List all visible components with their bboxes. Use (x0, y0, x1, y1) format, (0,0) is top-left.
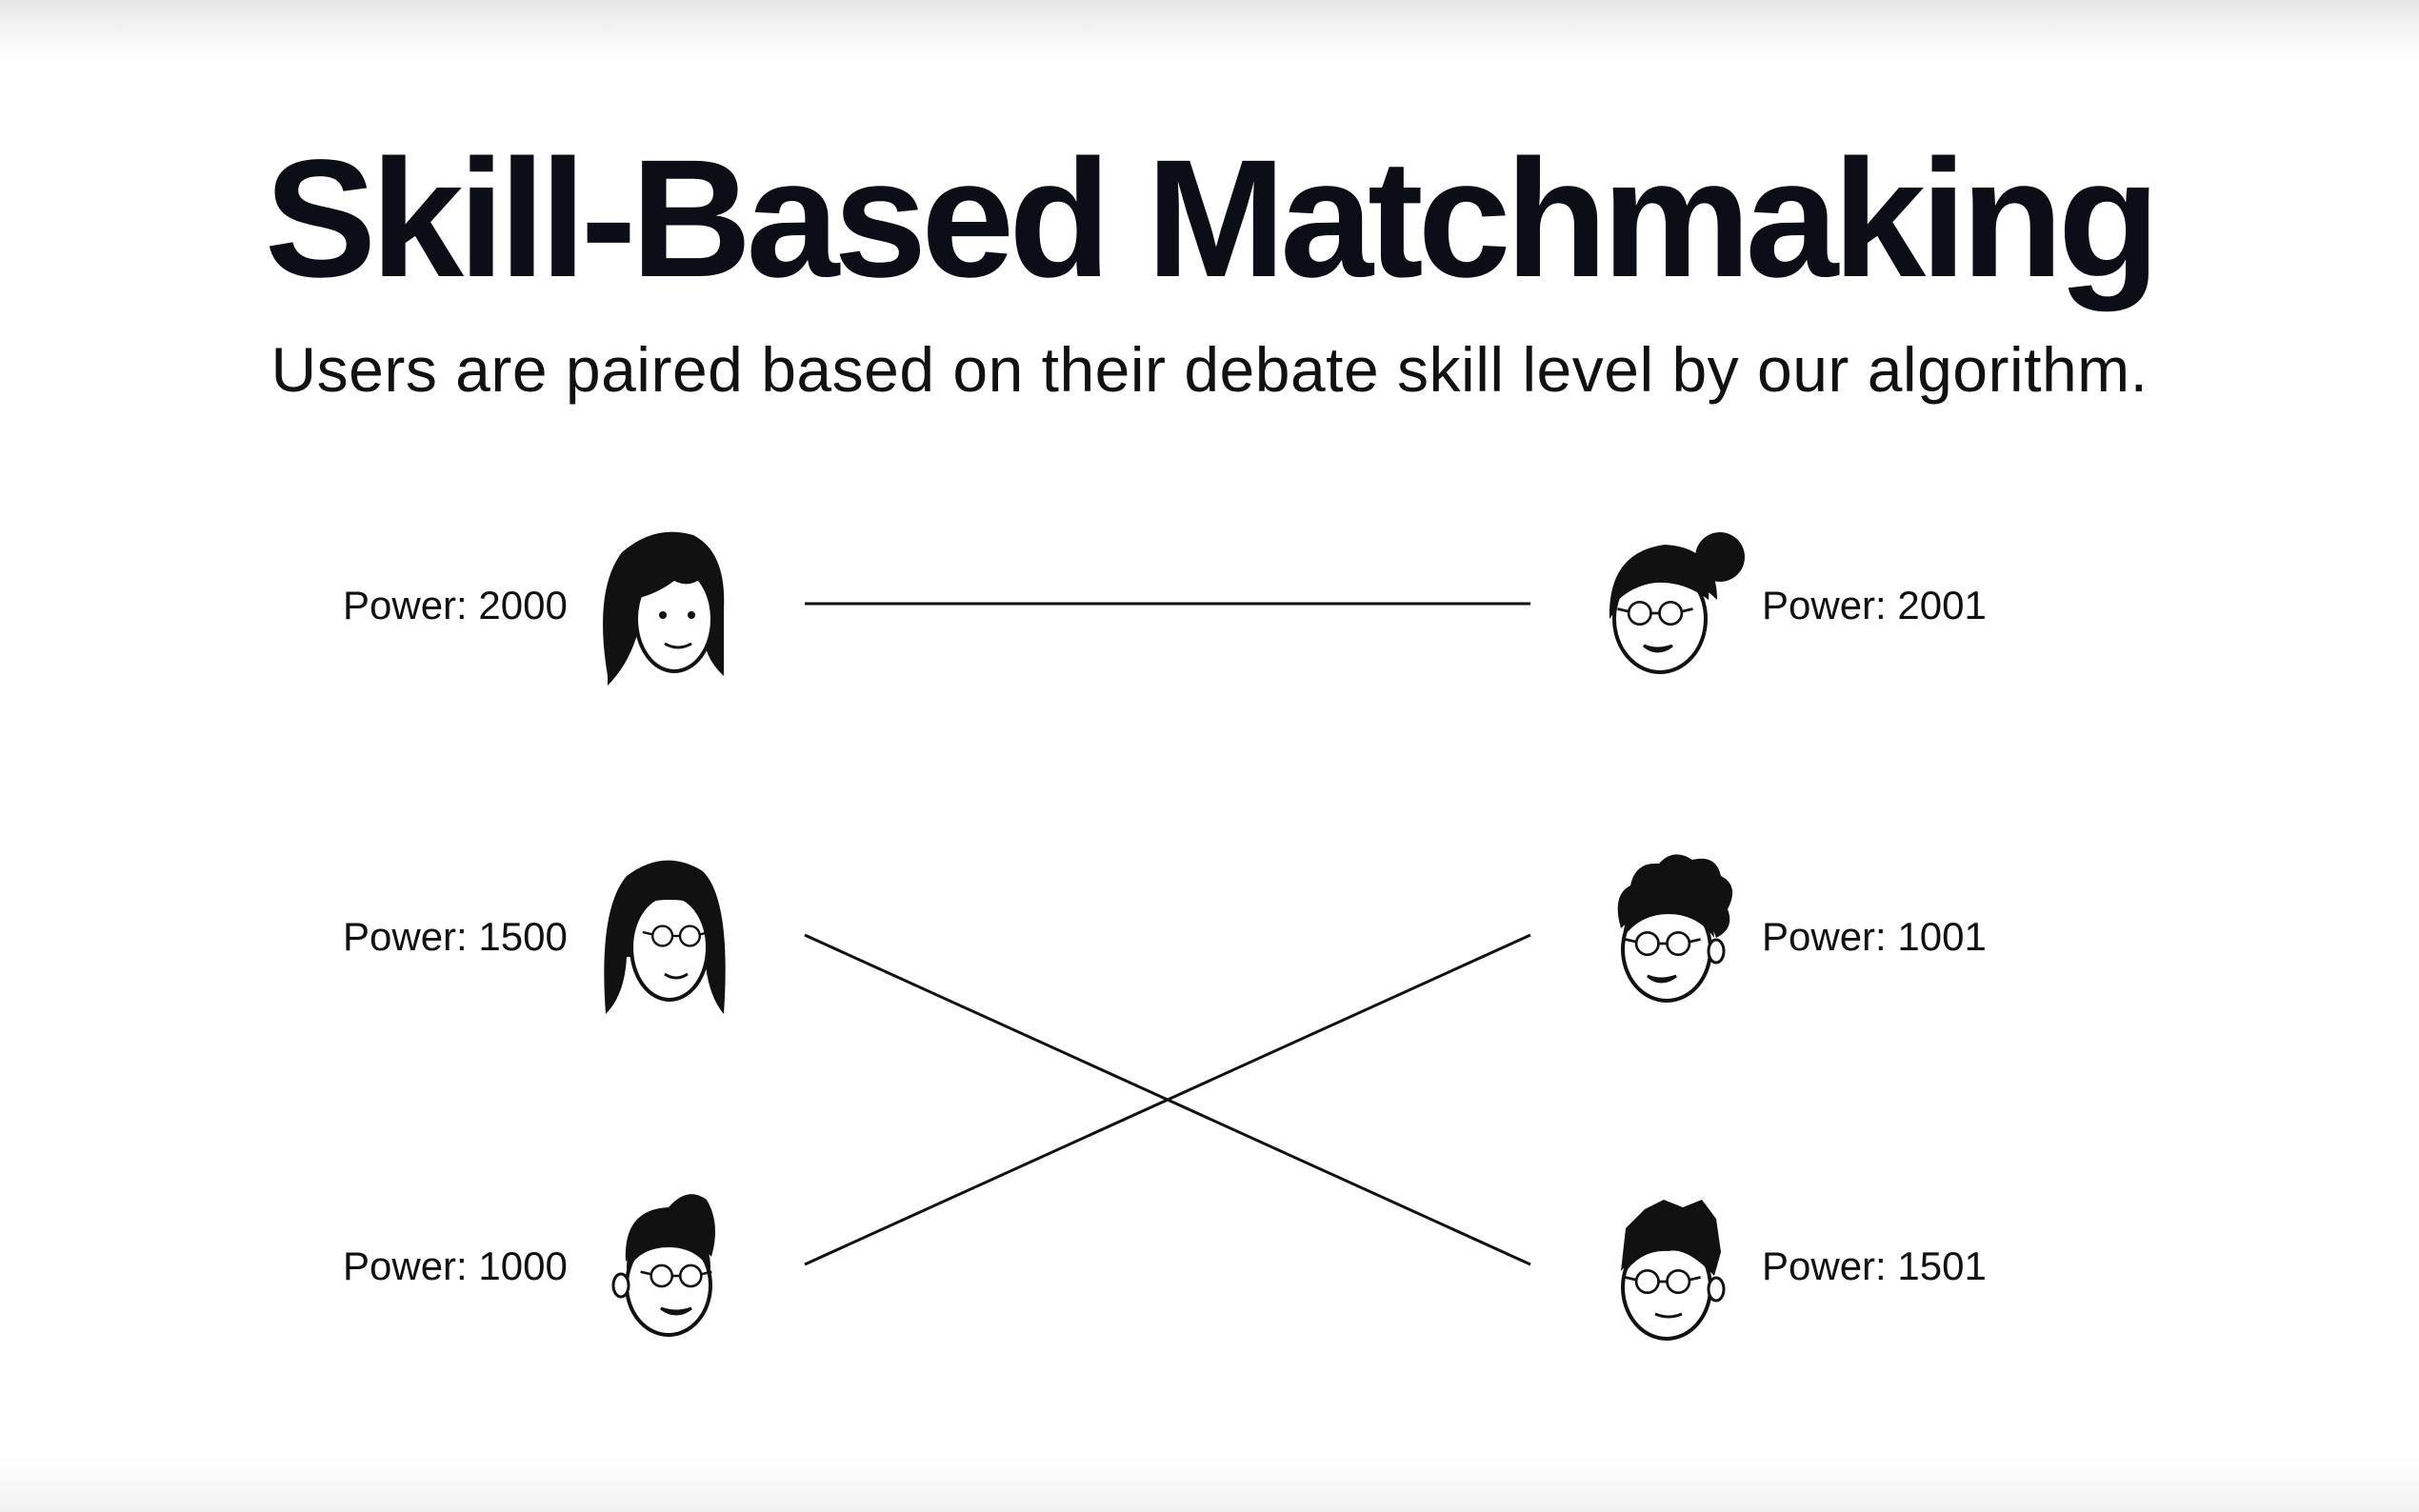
page-subtitle: Users are paired based on their debate s… (270, 334, 2149, 405)
man-curly-glasses-avatar (1617, 854, 1733, 1003)
right-player-2-label: Power: 1001 (1762, 914, 1987, 959)
man-spiky-glasses-avatar (1621, 1200, 1726, 1341)
match-line-1000-1001 (804, 933, 1531, 1266)
top-shade (0, 0, 2419, 57)
woman-glasses-avatar (604, 860, 726, 1014)
left-player-3-label: Power: 1000 (343, 1243, 568, 1288)
left-player-2-label: Power: 1500 (343, 914, 568, 959)
woman-long-hair-avatar (603, 531, 725, 686)
bottom-shade (0, 1457, 2419, 1512)
right-player-3-label: Power: 1501 (1762, 1243, 1987, 1288)
left-player-1-label: Power: 2000 (343, 583, 568, 627)
woman-bun-glasses-avatar (1609, 532, 1745, 674)
man-glasses-avatar (611, 1194, 715, 1337)
page-title: Skill-Based Matchmaking (264, 126, 2160, 312)
right-player-1-label: Power: 2001 (1762, 583, 1987, 627)
